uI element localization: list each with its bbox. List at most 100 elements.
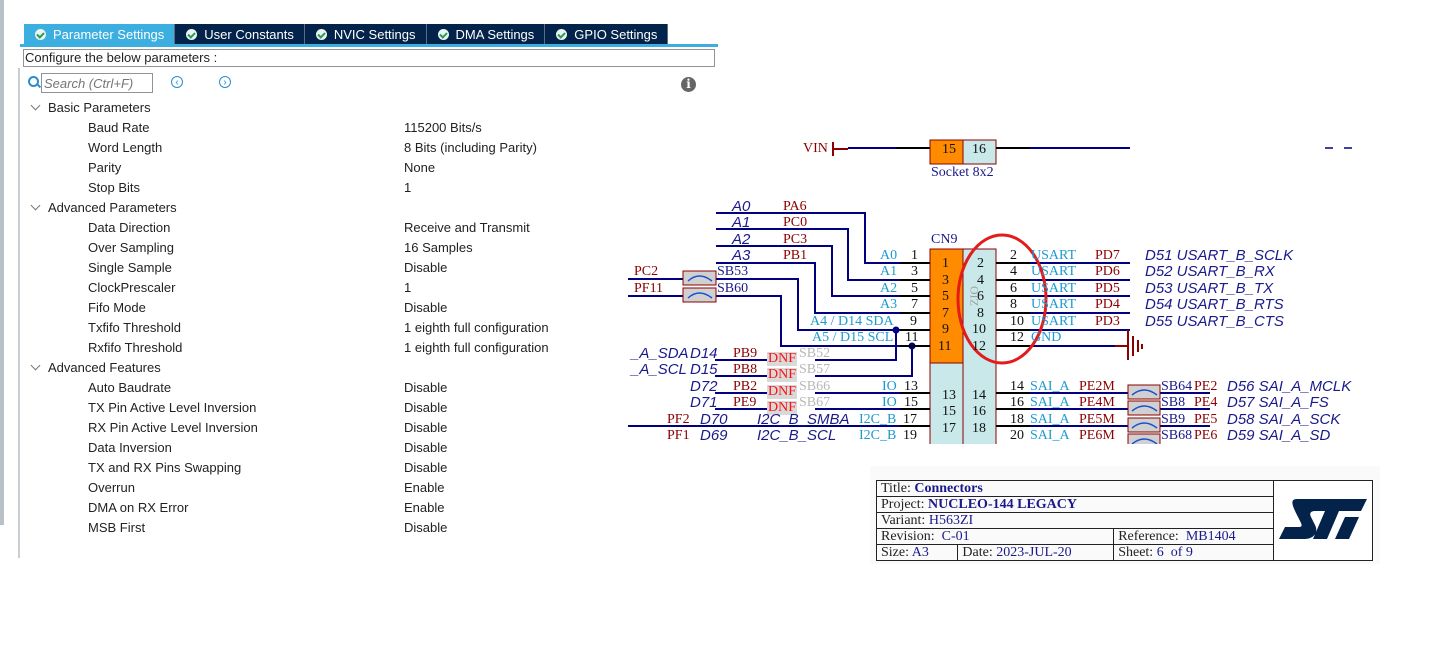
tab-gpio-settings[interactable]: GPIO Settings <box>545 24 669 44</box>
param-value[interactable]: Enable <box>404 500 445 515</box>
port-label: PE5M <box>1079 412 1115 427</box>
pin-label: A1 <box>880 264 898 279</box>
param-value[interactable]: 115200 Bits/s <box>404 120 482 135</box>
pin-number: 13 <box>942 388 956 403</box>
tab-dma-settings[interactable]: DMA Settings <box>426 24 546 44</box>
st-logo-cell <box>1273 480 1373 561</box>
title-label: Title: <box>881 481 911 496</box>
func-label: D56 SAI_A_MCLK <box>1227 378 1352 395</box>
tab-label: NVIC Settings <box>333 26 416 42</box>
schematic-crop <box>628 444 1388 464</box>
wire <box>716 278 930 331</box>
pin-number: 3 <box>942 273 949 288</box>
wire <box>716 262 930 314</box>
project-label: Project: <box>881 497 925 512</box>
zio-label: ZIO <box>967 286 981 306</box>
param-name: RX Pin Active Level Inversion <box>88 420 258 435</box>
search-icon[interactable] <box>28 76 39 87</box>
group-advanced-parameters[interactable]: Advanced Parameters <box>30 198 177 218</box>
pin-number: 4 <box>1010 264 1017 279</box>
port-label: PE2 <box>1194 379 1218 394</box>
bridge-label: SB8 <box>1161 395 1186 410</box>
pin-number: 9 <box>942 322 949 337</box>
tab-nvic-settings[interactable]: NVIC Settings <box>304 24 427 44</box>
group-advanced-features[interactable]: Advanced Features <box>30 358 161 378</box>
param-value[interactable]: None <box>404 160 436 175</box>
pin-number: 12 <box>1010 330 1024 345</box>
param-row[interactable]: RX Pin Active Level Inversion Disable <box>0 418 580 438</box>
param-value[interactable]: 8 Bits (including Parity) <box>404 140 537 155</box>
solder-bridges-sai <box>1127 384 1161 449</box>
param-name: Parity <box>88 160 122 175</box>
param-value[interactable]: Enable <box>404 480 445 495</box>
param-value[interactable]: 16 Samples <box>404 240 473 255</box>
param-row[interactable]: Word Length 8 Bits (including Parity) <box>0 138 580 158</box>
check-circle-icon <box>556 28 568 40</box>
param-row[interactable]: Parity None <box>0 158 580 178</box>
pin-label: USART <box>1031 248 1077 263</box>
solder-bridge-sb60 <box>682 287 717 303</box>
tab-user-constants[interactable]: User Constants <box>175 24 305 44</box>
wire <box>716 228 930 281</box>
param-value[interactable]: Disable <box>404 400 448 415</box>
param-value[interactable]: Disable <box>404 380 448 395</box>
net-label: A3 <box>732 247 751 264</box>
search-input[interactable] <box>41 73 153 93</box>
dnf-label: DNF <box>767 367 798 382</box>
param-value[interactable]: 1 <box>404 280 412 295</box>
param-value[interactable]: 1 eighth full configuration <box>404 340 549 355</box>
sheet-value: 6 <box>1156 545 1164 560</box>
param-value[interactable]: Disable <box>404 420 448 435</box>
size-label: Size: <box>881 545 909 560</box>
pin-label: A4 / D14 SDA <box>810 314 894 329</box>
param-value[interactable]: 1 <box>404 180 412 195</box>
pin-number: 10 <box>1010 314 1024 329</box>
info-icon[interactable]: i <box>681 77 696 92</box>
check-circle-icon <box>437 28 449 40</box>
param-row[interactable]: ClockPrescaler 1 <box>0 278 580 298</box>
param-value[interactable]: Disable <box>404 300 448 315</box>
pin-label: A3 <box>880 297 898 312</box>
reference-value: MB1404 <box>1185 529 1236 544</box>
group-basic-parameters[interactable]: Basic Parameters <box>30 98 151 118</box>
param-value[interactable]: Disable <box>404 260 448 275</box>
chevron-left-circle-icon[interactable]: ‹ <box>171 76 183 88</box>
port-label: PB8 <box>733 362 758 377</box>
pin-number: 2 <box>1010 248 1017 263</box>
param-value[interactable]: Receive and Transmit <box>404 220 530 235</box>
param-value[interactable]: Disable <box>404 440 448 455</box>
net-label: _A_SDA <box>631 345 689 362</box>
param-name: ClockPrescaler <box>88 280 176 295</box>
param-value[interactable]: 1 eighth full configuration <box>404 320 549 335</box>
tab-parameter-settings[interactable]: Parameter Settings <box>24 24 176 44</box>
param-value[interactable]: Disable <box>404 520 448 535</box>
func-label: D52 USART_B_RX <box>1145 263 1275 280</box>
pin-label: I2C_B <box>859 428 897 443</box>
dnf-label: DNF <box>767 400 798 415</box>
chevron-right-circle-icon[interactable]: › <box>219 76 231 88</box>
port-label: PE5 <box>1194 412 1218 427</box>
pin-number: 18 <box>972 421 986 436</box>
socket-pin: 15 <box>942 142 956 157</box>
net-label: A1 <box>732 214 751 231</box>
func-label: D59 SAI_A_SD <box>1227 427 1331 444</box>
param-name: Word Length <box>88 140 163 155</box>
tab-label: Parameter Settings <box>53 26 165 42</box>
param-value[interactable]: Disable <box>404 460 448 475</box>
func-label: D55 USART_B_CTS <box>1145 313 1284 330</box>
